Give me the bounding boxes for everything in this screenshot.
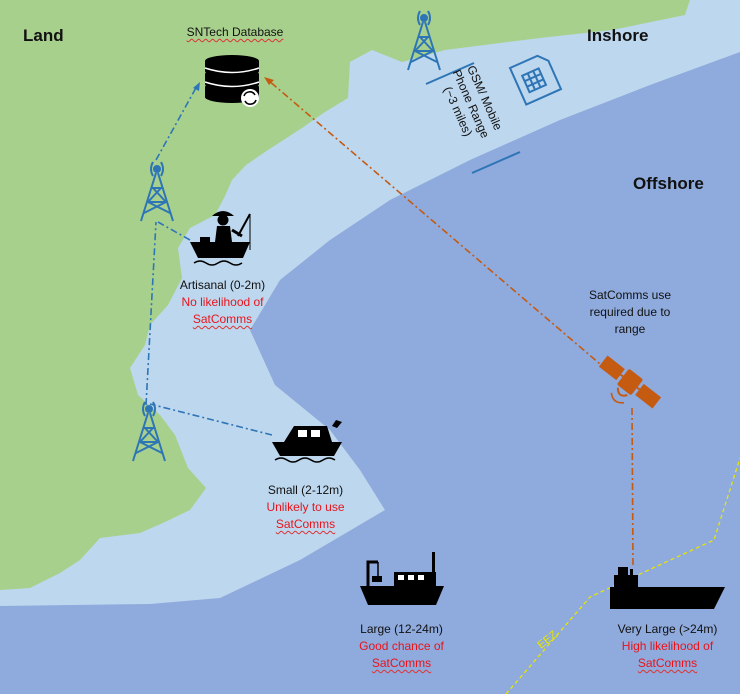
small-likelihood-2: SatComms <box>275 517 336 531</box>
large-likelihood-2: SatComms <box>371 656 432 670</box>
fisherman-icon <box>190 211 251 266</box>
small-size: Small (2-12m) <box>267 483 344 497</box>
artisanal-likelihood-2: SatComms <box>192 312 253 326</box>
offshore-zone-label: Offshore <box>633 174 704 193</box>
database-label-text: SNTech Database <box>186 25 284 39</box>
large-size: Large (12-24m) <box>360 622 443 636</box>
land-mass <box>0 0 690 590</box>
artisanal-size: Artisanal (0-2m) <box>179 278 266 292</box>
link-fisherman-to-tower-top <box>157 221 191 241</box>
sim-card-icon <box>508 54 563 106</box>
small-boat-icon <box>272 420 342 463</box>
link-tower-bottom-to-tower-top <box>145 221 157 406</box>
database-icon <box>204 55 260 107</box>
artisanal-vessel-label: Artisanal (0-2m) No likelihood of SatCom… <box>160 277 285 328</box>
gsm-range-tick-bottom <box>471 151 521 174</box>
cell-tower-icon <box>407 10 441 71</box>
small-vessel-label: Small (2-12m) Unlikely to use SatComms <box>243 482 368 533</box>
small-likelihood-1: Unlikely to use <box>266 500 345 514</box>
satcomms-note-line-3: range <box>614 322 646 336</box>
trawler-icon <box>360 552 444 605</box>
arrowhead-mobile-database <box>193 82 200 91</box>
satellite-icon <box>598 355 662 409</box>
land-zone-label: Land <box>23 26 64 45</box>
large-likelihood-1: Good chance of <box>359 639 444 653</box>
satcomms-note: SatComms use required due to range <box>565 287 695 338</box>
very-large-size: Very Large (>24m) <box>617 622 718 636</box>
arrowhead-satellite-database <box>264 77 274 85</box>
satcomms-note-line-2: required due to <box>589 305 671 319</box>
very-large-likelihood-2: SatComms <box>637 656 698 670</box>
mobile-links <box>145 85 273 436</box>
gsm-range-tick-top <box>425 62 475 85</box>
cell-tower-icon <box>132 401 166 462</box>
very-large-likelihood-1: High likelihood of <box>621 639 714 653</box>
inshore-zone-label: Inshore <box>587 26 649 45</box>
link-ship-to-satellite <box>631 407 634 566</box>
large-vessel-label: Large (12-24m) Good chance of SatComms <box>339 621 464 672</box>
database-label: SNTech Database <box>160 24 310 41</box>
cell-tower-icon <box>140 161 174 222</box>
cargo-ship-icon <box>610 567 725 609</box>
link-tower-top-to-database <box>155 85 198 161</box>
eez-boundary-line <box>505 457 740 694</box>
artisanal-likelihood-1: No likelihood of <box>181 295 264 309</box>
satellite-links <box>267 79 634 566</box>
link-small-boat-to-tower-bottom <box>149 403 273 436</box>
satcomms-note-line-1: SatComms use <box>588 288 672 302</box>
very-large-vessel-label: Very Large (>24m) High likelihood of Sat… <box>600 621 735 672</box>
link-satellite-to-database <box>267 79 608 371</box>
